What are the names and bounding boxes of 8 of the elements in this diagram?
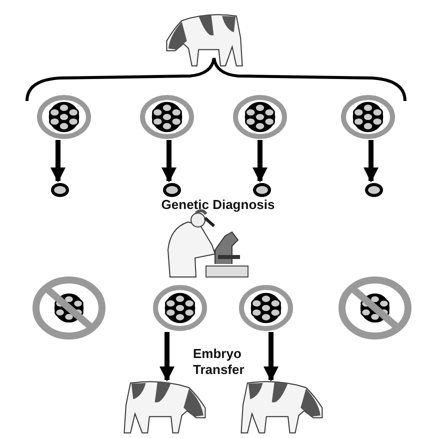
arrow	[252, 140, 268, 182]
arrow	[160, 332, 174, 382]
arrow	[162, 140, 176, 182]
arrow	[264, 332, 278, 382]
caption-text: Genetic Diagnosis	[161, 197, 275, 213]
caption-text: Embryo Transfer	[193, 346, 246, 378]
arrow	[50, 140, 66, 182]
arrow	[364, 140, 378, 182]
